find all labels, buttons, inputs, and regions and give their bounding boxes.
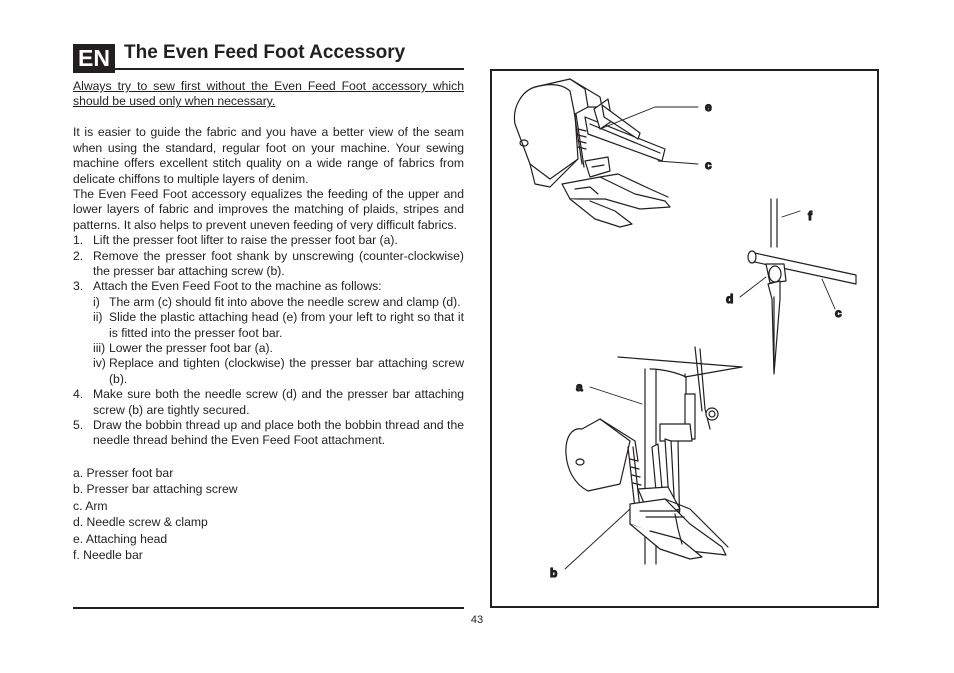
step-text: Draw the bobbin thread up and place both… <box>93 418 464 448</box>
step-text: Remove the presser foot shank by unscrew… <box>93 248 464 278</box>
parts-legend: a. Presser foot bar b. Presser bar attac… <box>73 465 464 564</box>
bottom-rule <box>73 607 464 609</box>
step-text: Lift the presser foot lifter to raise th… <box>93 233 398 248</box>
page-number: 43 <box>470 614 484 626</box>
callout-d: d <box>726 292 733 306</box>
step-text: Attach the Even Feed Foot to the machine… <box>93 279 382 294</box>
substep-i: i) The arm (c) should fit into above the… <box>93 295 464 310</box>
even-feed-foot-illustration: e c f d c a b <box>513 78 857 581</box>
step-4: 4. Make sure both the needle screw (d) a… <box>73 387 464 418</box>
step-2: 2. Remove the presser foot shank by unsc… <box>73 249 464 280</box>
step-number: 1. <box>73 233 84 248</box>
substep-text: Lower the presser foot bar (a). <box>109 341 273 355</box>
substep-number: i) <box>93 294 100 309</box>
even-feed-foot-detail <box>513 78 671 228</box>
legend-item: f. Needle bar <box>73 548 143 563</box>
substep-number: ii) <box>93 310 103 325</box>
callout-a: a <box>576 380 583 394</box>
step-number: 5. <box>73 418 84 433</box>
callout-c-top: c <box>705 158 712 172</box>
legend-item: c. Arm <box>73 498 108 513</box>
step-text: Make sure both the needle screw (d) and … <box>93 387 464 417</box>
legend-item: a. Presser foot bar <box>73 465 174 480</box>
step-number: 4. <box>73 387 84 402</box>
warning-note: Always try to sew first without the Even… <box>73 79 464 109</box>
substep-text: Slide the plastic attaching head (e) fro… <box>109 310 464 340</box>
substep-number: iv) <box>93 356 106 371</box>
callout-e: e <box>705 100 712 114</box>
callout-b: b <box>550 566 557 580</box>
step-number: 3. <box>73 279 84 294</box>
legend-item: e. Attaching head <box>73 531 168 546</box>
callout-c-mid: c <box>835 306 842 320</box>
machine-head-detail <box>565 346 743 565</box>
step-1: 1. Lift the presser foot lifter to raise… <box>73 233 464 248</box>
substep-iii: iii) Lower the presser foot bar (a). <box>93 341 464 356</box>
step-5: 5. Draw the bobbin thread up and place b… <box>73 418 464 449</box>
figure-frame <box>490 69 879 608</box>
substep-ii: ii) Slide the plastic attaching head (e)… <box>93 310 464 341</box>
legend-item: b. Presser bar attaching screw <box>73 482 238 497</box>
intro-paragraph-1: It is easier to guide the fabric and you… <box>73 125 464 186</box>
substep-number: iii) <box>93 341 106 355</box>
needle-clamp-detail <box>747 198 857 375</box>
substep-text: The arm (c) should fit into above the ne… <box>109 294 461 309</box>
step-3: 3. Attach the Even Feed Foot to the mach… <box>73 279 464 294</box>
callout-f: f <box>808 209 813 223</box>
page-title: The Even Feed Foot Accessory <box>124 42 406 63</box>
step-number: 2. <box>73 248 84 263</box>
instructions-column: Always try to sew first without the Even… <box>73 79 464 564</box>
substep-iv: iv) Replace and tighten (clockwise) the … <box>93 356 464 387</box>
legend-item: d. Needle screw & clamp <box>73 515 208 530</box>
callout-leaders <box>564 106 836 570</box>
substep-text: Replace and tighten (clockwise) the pres… <box>109 356 464 386</box>
intro-paragraph-2: The Even Feed Foot accessory equalizes t… <box>73 186 464 232</box>
title-rule <box>73 68 464 70</box>
